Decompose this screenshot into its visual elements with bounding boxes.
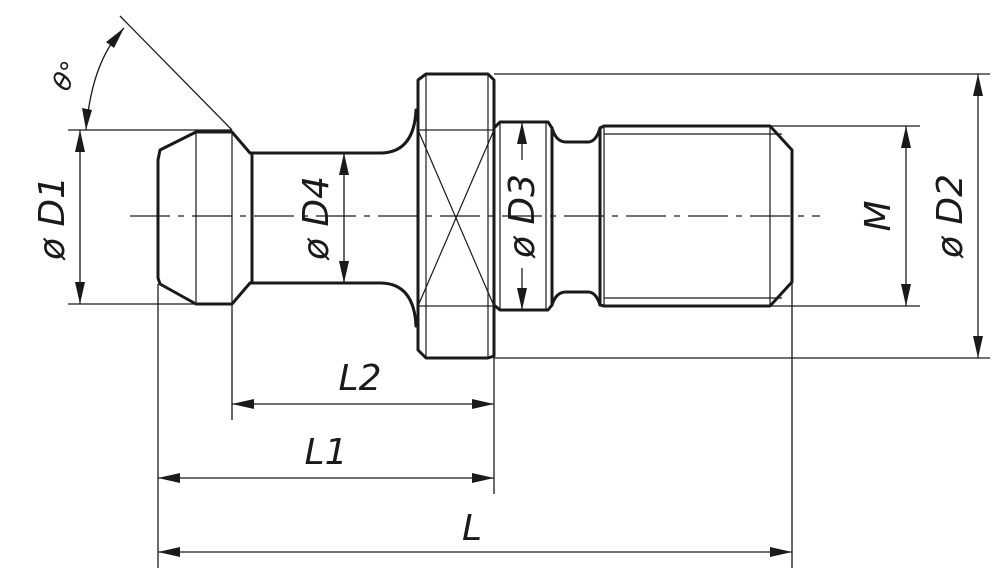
label-m: M bbox=[858, 200, 899, 231]
neck-outline bbox=[250, 108, 420, 328]
dim-angle-arc bbox=[85, 27, 125, 131]
label-d4: ø D4 bbox=[296, 176, 337, 261]
dimension-labels: θ° ø D1 ø D4 ø D3 M ø D2 L2 L1 L bbox=[32, 56, 971, 549]
label-l2: L2 bbox=[339, 358, 382, 399]
label-angle: θ° bbox=[47, 56, 87, 96]
label-l1: L1 bbox=[305, 432, 348, 473]
label-d3: ø D3 bbox=[502, 174, 543, 259]
label-l: L bbox=[462, 508, 482, 549]
label-d2: ø D2 bbox=[930, 174, 971, 259]
label-d1: ø D1 bbox=[32, 176, 73, 261]
undercut-outline bbox=[550, 126, 602, 307]
wrench-flat-diagonal bbox=[417, 129, 495, 307]
dimension-lines bbox=[75, 27, 983, 557]
head-outline bbox=[156, 130, 254, 306]
extension-lines bbox=[68, 15, 990, 568]
